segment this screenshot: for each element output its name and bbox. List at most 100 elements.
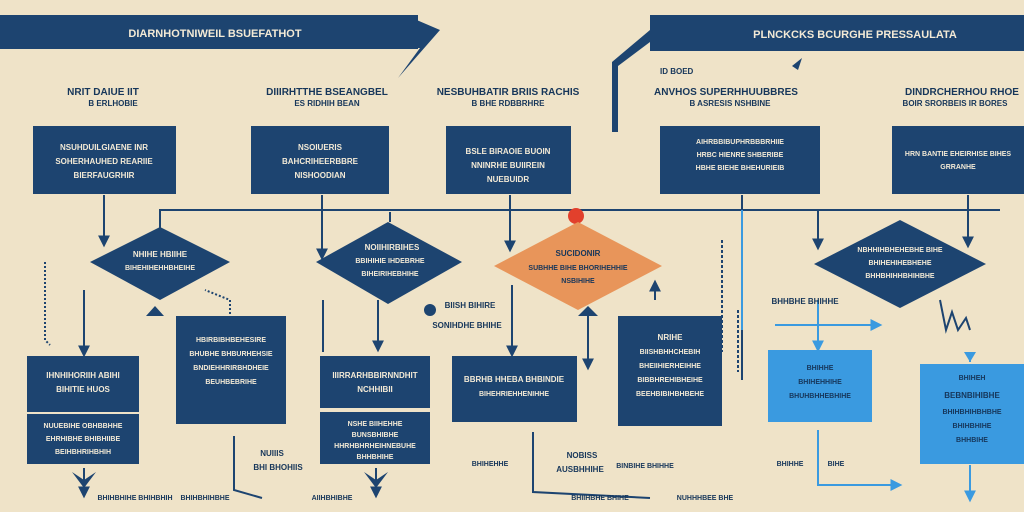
box-text: BHIHBHIHBHBHE — [942, 409, 1001, 416]
box-text: BHHBHIHE — [357, 454, 394, 461]
decision-diamond-4: NBHHIHBHEHEBHE BIHE BHIHEHIHEBHEHE BHHBH… — [814, 220, 986, 308]
diamond-text: BHIHEHIHEBHEHE — [868, 260, 931, 267]
bird-mark-icon — [792, 58, 802, 70]
floating-label: BHIHHE — [777, 461, 804, 468]
floating-label: BIISH BIHIRE — [445, 301, 496, 310]
box-text: BEIHBHRIHBHIH — [55, 449, 111, 456]
column-headings: NRIT DAIUE IIT B ERLHOBIE DIIIRHTTHE BSE… — [67, 87, 1019, 108]
decision-diamond-3: SUCIDONIR SUBHHE BIHE BHORIHEHHIE NSBIHI… — [494, 222, 662, 310]
column-3-heading: NESBUHBATIR BRIIS RACHIS — [437, 87, 580, 98]
decision-diamond-1: NHIHE HBIIHE BIHEHIHEHHBHEIHE — [90, 227, 230, 300]
diamond-text: BIHEHIHEHHBHEIHE — [125, 265, 195, 272]
floating-label: SONIHDHE BHIHE — [432, 321, 502, 330]
box-text: EHRHIBHE BHIBHIIBE — [46, 436, 121, 443]
box-text: BIHITIE HUOS — [56, 385, 110, 394]
decision-diamond-2: NOIIHIRBIHES BBIHIHIE IHDEBRHE BIHEIRIHE… — [316, 222, 462, 304]
box-text: HRBC HIENRE SHBERIBE — [697, 152, 784, 159]
branch-arrow-icon — [72, 472, 96, 488]
floating-label: AUSBHHIHE — [556, 465, 604, 474]
box-sky-1: BHIHHE BHIHEHHIHE BHUHBHHEBHIHE — [768, 350, 872, 422]
column-5-heading: DINDRCHERHOU RHOE — [905, 87, 1019, 98]
sky-connectors — [741, 210, 976, 503]
diamond-text: NHIHE HBIIHE — [133, 250, 188, 259]
box-text: BIBBHREHIBHEIHE — [637, 377, 703, 384]
box-text: BIISHBHHCHEBIH — [640, 349, 701, 356]
box-text: NSOIUERIS — [298, 143, 343, 152]
floating-label: NUIIIS — [260, 449, 284, 458]
up-arrow-icon — [578, 306, 598, 316]
box-text: HRN BANTIE EHEIRHISE BIHES — [905, 151, 1012, 158]
column-3-sub: B BHE RDBBRHRE — [472, 99, 546, 108]
box-text: NSHE BIIHEHHE — [348, 421, 403, 428]
column-5-sub: BOIR SRORBEIS IR BORES — [903, 99, 1009, 108]
box-text: BNDIEHHRIRBHDHEIE — [193, 365, 269, 372]
box-text: BAHCRIHEERBBRE — [282, 157, 359, 166]
box-top-2: NSOIUERIS BAHCRIHEERBBRE NISHOODIAN — [251, 126, 389, 194]
box-text: NSUHDUILGIAENE INR — [60, 143, 148, 152]
floating-label: AIIHBHIBHE — [312, 495, 353, 502]
box-text: BHIHBHIHE — [953, 423, 992, 430]
floating-label: BHIHBHIHBHE — [181, 495, 230, 502]
box-bot-1: NUUEBIHE OBHBBHHE EHRHIBHE BHIBHIIBE BEI… — [27, 414, 139, 464]
junction-node-icon — [424, 304, 436, 316]
floating-label: BIHE — [828, 461, 845, 468]
column-4-heading: ANVHOS SUPERHHUUBBRES — [654, 87, 798, 98]
branch-arrow-icon — [364, 472, 388, 488]
box-text: NUUEBIHE OBHBBHHE — [44, 423, 123, 430]
left-banner: DIARNHOTNIWEIL BSUEFATHOT — [0, 15, 440, 78]
box-text: AIHRBBIBUPHRBBBRHIIE — [696, 139, 784, 146]
left-banner-title: DIARNHOTNIWEIL BSUEFATHOT — [128, 28, 301, 40]
down-arrow-icon — [964, 352, 976, 362]
box-bot-2: NSHE BIIHEHHE BUNSBHIBHE HHRHBHRHEIHNEBU… — [320, 412, 430, 464]
box-text: NCHHIBII — [357, 385, 393, 394]
floating-label: BHHBHE BHIHHE — [771, 297, 839, 306]
start-node-icon — [568, 208, 584, 224]
right-banner: PLNCKCKS BCURGHE PRESSAULATA — [612, 15, 1024, 132]
diamond-text: SUCIDONIR — [556, 249, 601, 258]
box-text: BHIHEH — [959, 375, 986, 382]
zigzag-icon — [939, 299, 971, 334]
box-text: NUEBUIDR — [487, 175, 529, 184]
floating-label: NUHHHBEE BHE — [677, 495, 734, 502]
box-text: NISHOODIAN — [294, 171, 345, 180]
box-text: BEUHBEBRIHE — [205, 379, 257, 386]
diamond-text: BBIHIHIE IHDEBRHE — [355, 258, 425, 265]
box-text: BHUHBHHEBHIHE — [789, 393, 851, 400]
floating-label: BHIHBHIHE BHIHBHIH — [97, 495, 172, 502]
diamond-text: BHHBHIHHBHIHBHE — [865, 273, 935, 280]
box-mid-2: NRIHE BIISHBHHCHEBIH BHEIIHIERHEIHHE BIB… — [618, 316, 722, 426]
box-low-2: IIIRRARHBBIRNNDHIT NCHHIBII — [320, 356, 430, 408]
box-text: SOHERHAUHED REARIIE — [55, 157, 153, 166]
box-top-1: NSUHDUILGIAENE INR SOHERHAUHED REARIIE B… — [33, 126, 176, 194]
floating-label: BHIIHBHE BHIHE — [571, 495, 629, 502]
box-text: BHUBHE BHBURHEHSIE — [189, 351, 273, 358]
box-text: BEBNBIHIBHE — [944, 391, 1000, 400]
floating-label: BHIHEHHE — [472, 461, 509, 468]
box-top-4: AIHRBBIBUPHRBBBRHIIE HRBC HIENRE SHBERIB… — [660, 126, 820, 194]
box-text: BHIHEHHIHE — [798, 379, 842, 386]
box-text: IHNHIHORIIH ABIHI — [46, 371, 119, 380]
box-text: GRRANHE — [940, 164, 976, 171]
box-text: NRIHE — [658, 333, 684, 342]
small-tag: ID BOED — [660, 67, 694, 76]
box-top-5: HRN BANTIE EHEIRHISE BIHES GRRANHE — [892, 126, 1024, 194]
box-text: BEEHBIBIHBHBEHE — [636, 391, 704, 398]
right-banner-title: PLNCKCKS BCURGHE PRESSAULATA — [753, 29, 957, 41]
box-text: BIHEHRIEHHENIHHE — [479, 391, 549, 398]
box-text: BBRHB HHEBA BHBINDIE — [464, 375, 565, 384]
box-text: BUNSBHIBHE — [352, 432, 399, 439]
box-sky-2: BHIHEH BEBNBIHIBHE BHIHBHIHBHBHE BHIHBHI… — [920, 364, 1024, 464]
box-text: HBIRBIBHBEHESIRE — [196, 337, 266, 344]
box-text: BIERFAUGRHIR — [74, 171, 135, 180]
box-mid-1: HBIRBIBHBEHESIRE BHUBHE BHBURHEHSIE BNDI… — [176, 316, 286, 424]
box-top-3: BSLE BIRAOIE BUOIN NNINRHE BUIIREIN NUEB… — [446, 126, 571, 194]
diamond-text: NBHHIHBHEHEBHE BIHE — [857, 247, 943, 254]
floating-label: BINBIHE BHIHHE — [616, 463, 674, 470]
diamond-text: NOIIHIRBIHES — [365, 243, 420, 252]
floating-labels: BIISH BIHIRE SONIHDHE BHIHE NUIIIS BHI B… — [97, 297, 844, 502]
floating-label: BHI BHOHIIS — [253, 463, 303, 472]
diamond-text: SUBHHE BIHE BHORIHEHHIE — [528, 265, 628, 272]
box-text: HHRHBHRHEIHNEBUHE — [334, 443, 416, 450]
column-1-sub: B ERLHOBIE — [88, 99, 138, 108]
